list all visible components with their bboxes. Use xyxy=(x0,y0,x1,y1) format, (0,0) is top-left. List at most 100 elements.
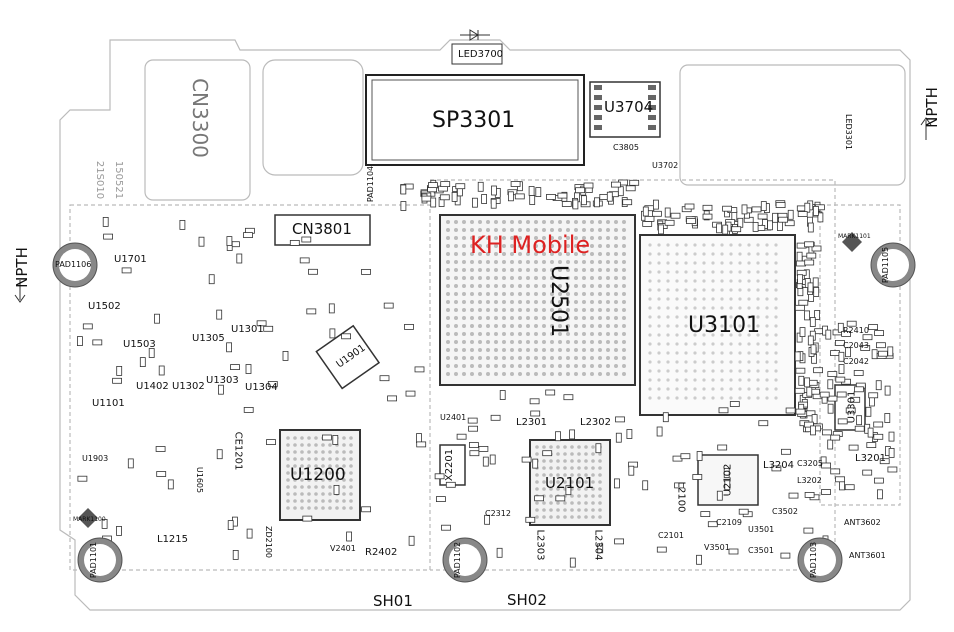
bga-ball xyxy=(756,324,760,328)
bga-ball xyxy=(756,342,760,346)
bga-ball xyxy=(756,288,760,292)
bga-ball xyxy=(648,243,652,247)
bga-ball xyxy=(590,332,594,336)
passive-component xyxy=(625,185,636,192)
bga-ball xyxy=(577,452,581,456)
bga-ball xyxy=(774,261,778,265)
bga-ball xyxy=(598,292,602,296)
bga-ball xyxy=(462,372,466,376)
passive-component xyxy=(723,468,730,478)
bga-ball xyxy=(657,360,661,364)
bga-ball xyxy=(454,236,458,240)
bga-ball xyxy=(502,268,506,272)
bga-ball xyxy=(321,471,325,475)
bga-ball xyxy=(591,515,595,519)
bga-ball xyxy=(566,292,570,296)
bga-ball xyxy=(502,300,506,304)
bga-ball xyxy=(606,364,610,368)
bga-ball xyxy=(526,268,530,272)
passive-component xyxy=(102,216,109,227)
bga-ball xyxy=(478,244,482,248)
passive-component xyxy=(807,282,814,293)
passive-component xyxy=(717,444,728,451)
bga-ball xyxy=(462,292,466,296)
bga-ball xyxy=(328,450,332,454)
bga-ball xyxy=(606,292,610,296)
bga-ball xyxy=(590,252,594,256)
bga-ball xyxy=(702,387,706,391)
passive-component xyxy=(804,310,810,321)
bga-ball xyxy=(584,487,588,491)
passive-component xyxy=(626,429,633,439)
bga-ball xyxy=(648,324,652,328)
bga-ball xyxy=(563,445,567,449)
bga-ball xyxy=(328,443,332,447)
passive-component xyxy=(722,205,732,212)
bga-ball xyxy=(577,508,581,512)
bga-ball xyxy=(711,243,715,247)
bga-ball xyxy=(606,324,610,328)
bga-ball xyxy=(774,306,778,310)
bga-ball xyxy=(566,356,570,360)
npth-left-arrow-icon xyxy=(14,280,26,303)
bga-ball xyxy=(675,369,679,373)
bga-ball xyxy=(702,369,706,373)
u1200-label: U1200 xyxy=(290,465,346,485)
passive-component xyxy=(256,320,267,327)
bga-ball xyxy=(756,351,760,355)
bga-ball xyxy=(598,268,602,272)
bga-ball xyxy=(693,243,697,247)
passive-component xyxy=(404,323,414,330)
bga-ball xyxy=(462,300,466,304)
bga-ball xyxy=(446,340,450,344)
bga-ball xyxy=(518,308,522,312)
bga-ball xyxy=(570,445,574,449)
bga-ball xyxy=(534,316,538,320)
bga-ball xyxy=(300,464,304,468)
bga-ball xyxy=(518,364,522,368)
bga-ball xyxy=(657,369,661,373)
passive-component xyxy=(837,418,848,425)
bga-ball xyxy=(556,473,560,477)
bga-ball xyxy=(729,315,733,319)
bga-ball xyxy=(666,279,670,283)
passive-component xyxy=(227,520,234,530)
bga-ball xyxy=(454,332,458,336)
passive-component xyxy=(827,403,834,414)
passive-component xyxy=(490,414,501,421)
bga-ball xyxy=(510,236,514,240)
bga-ball xyxy=(666,342,670,346)
bga-ball xyxy=(534,268,538,272)
c3501-label: C3501 xyxy=(748,546,774,555)
u1301-label: U1301 xyxy=(231,324,264,335)
bga-ball xyxy=(542,480,546,484)
bga-ball xyxy=(666,297,670,301)
bga-ball xyxy=(598,244,602,248)
bga-ball xyxy=(765,261,769,265)
bga-ball xyxy=(470,260,474,264)
bga-ball xyxy=(542,260,546,264)
bga-ball xyxy=(582,292,586,296)
passive-component xyxy=(722,224,729,235)
passive-component xyxy=(514,193,525,200)
passive-component xyxy=(127,458,134,469)
bga-ball xyxy=(535,508,539,512)
passive-component xyxy=(542,450,553,457)
bga-ball xyxy=(321,450,325,454)
bga-ball xyxy=(563,480,567,484)
bga-ball xyxy=(478,308,482,312)
passive-component xyxy=(794,351,801,362)
bga-ball xyxy=(711,315,715,319)
passive-component xyxy=(346,531,353,542)
passive-component xyxy=(686,218,696,225)
bga-ball xyxy=(584,466,588,470)
bga-ball xyxy=(756,387,760,391)
bga-ball xyxy=(693,351,697,355)
bga-ball xyxy=(566,308,570,312)
passive-component xyxy=(760,201,767,212)
passive-component xyxy=(246,528,253,539)
bga-ball xyxy=(657,243,661,247)
passive-component xyxy=(854,425,865,432)
bga-ball xyxy=(510,252,514,256)
bga-ball xyxy=(648,315,652,319)
